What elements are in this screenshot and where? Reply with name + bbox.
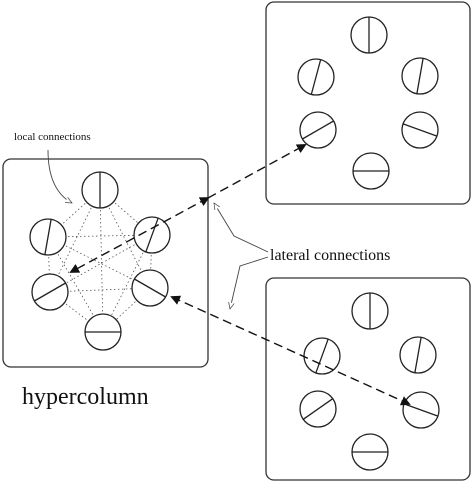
orientation-bar	[302, 120, 334, 140]
lateral-connection-top-extension	[207, 144, 307, 199]
local-connections-label: local connections	[14, 131, 91, 143]
orientation-bar	[34, 282, 66, 302]
orientation-bar	[402, 123, 438, 137]
top-right-hypercolumn	[297, 16, 439, 190]
local-connection-line	[49, 234, 153, 293]
orientation-bar	[416, 58, 424, 94]
orientation-bar	[310, 59, 322, 95]
lateral-connection-bottom	[170, 295, 411, 406]
lateral-connections-pointer-upper	[214, 203, 269, 253]
hypercolumn-panel-top-right	[265, 1, 471, 205]
lateral-connection-top	[69, 197, 210, 273]
local-connections-pointer	[47, 149, 72, 203]
hypercolumn-label: hypercolumn	[22, 384, 149, 410]
lateral-connections-pointer-lower	[230, 256, 269, 309]
orientation-bar	[44, 219, 52, 255]
lateral-connections-label: lateral connections	[270, 247, 390, 264]
local-connection-line	[102, 287, 151, 333]
orientation-bar	[403, 403, 439, 417]
local-connection-line	[49, 291, 104, 333]
orientation-bar	[134, 278, 166, 298]
orientation-bar	[414, 337, 422, 373]
